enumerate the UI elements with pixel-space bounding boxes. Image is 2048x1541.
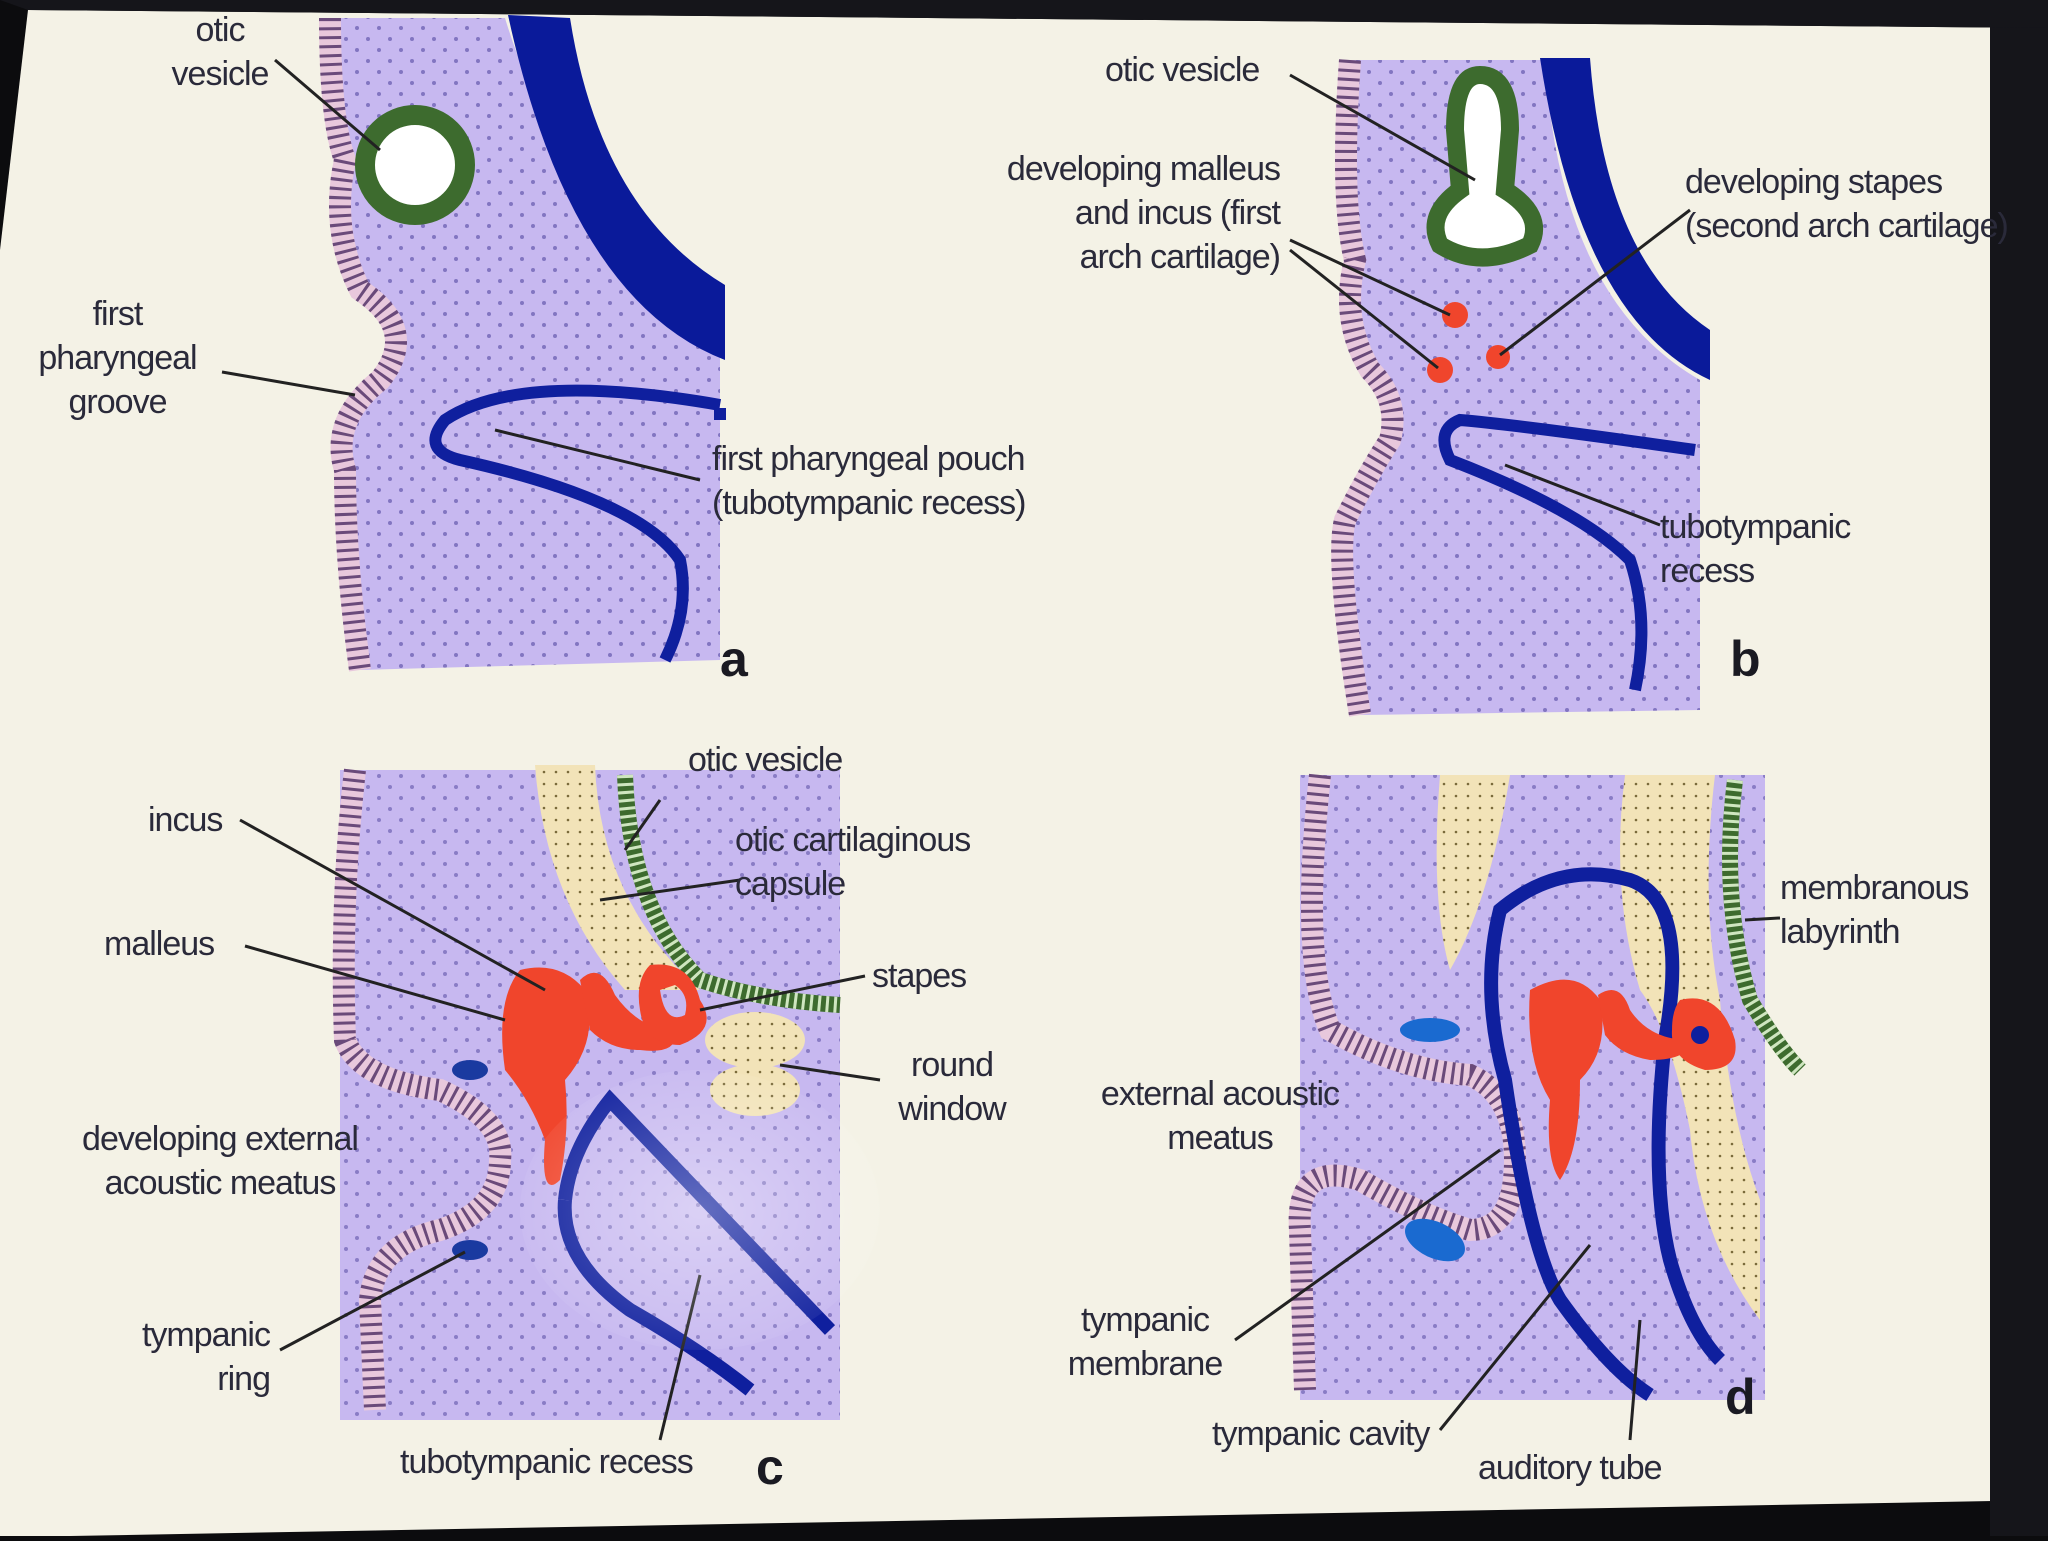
label-c-stapes: stapes	[872, 957, 967, 995]
label-d-tympanic-membrane: tympanic membrane	[1060, 1298, 1230, 1386]
label-line: external acoustic	[1100, 1075, 1340, 1113]
label-d-membranous-labyrinth: membranous labyrinth	[1780, 866, 1969, 954]
label-b-developing-malleus-incus: developing malleus and incus (first arch…	[955, 147, 1281, 279]
panel-letter-b: b	[1730, 631, 1761, 687]
label-line: first	[92, 295, 144, 333]
label-line: tubotympanic	[1660, 508, 1851, 546]
label-line: membrane	[1067, 1345, 1224, 1383]
label-line: developing malleus	[1006, 150, 1281, 188]
label-line: recess	[1660, 552, 1755, 590]
panel-letter-a: a	[720, 631, 748, 687]
panel-b-tubotympanic-recess	[1438, 413, 1696, 692]
panel-d-tympanic-membrane-ring	[1405, 1218, 1465, 1262]
label-c-round-window: round window	[882, 1043, 1022, 1131]
label-c-otic-cartilaginous-capsule: otic cartilaginous capsule	[735, 818, 971, 906]
label-line: pharyngeal	[38, 339, 197, 377]
label-c-incus: incus	[148, 801, 223, 839]
label-d-auditory-tube: auditory tube	[1478, 1449, 1663, 1487]
panel-d-tympanic-ring-upper	[1400, 1018, 1460, 1042]
label-line: otic cartilaginous	[735, 821, 971, 859]
label-line: window	[898, 1090, 1006, 1128]
label-line: acoustic meatus	[104, 1164, 337, 1202]
panel-d-tympanic-cavity-wall	[1484, 867, 1680, 1401]
label-line: developing stapes	[1685, 163, 1943, 201]
panel-b	[1289, 58, 1710, 717]
panel-d-auditory-tube	[1651, 1039, 1726, 1365]
panel-letter-d: d	[1725, 1369, 1756, 1425]
panel-b-malleus-anlage	[1442, 302, 1468, 328]
label-b-otic-vesicle: otic vesicle	[1105, 51, 1260, 89]
label-d-tympanic-cavity: tympanic cavity	[1212, 1415, 1430, 1453]
label-b-developing-stapes: developing stapes (second arch cartilage…	[1685, 160, 2009, 248]
label-line: vesicle	[171, 55, 270, 93]
label-c-tubotympanic-recess: tubotympanic recess	[400, 1443, 694, 1481]
label-c-tympanic-ring: tympanic ring	[110, 1313, 271, 1401]
right-bezel	[1990, 0, 2048, 1536]
label-line: tympanic	[1080, 1301, 1210, 1339]
panel-letter-c: c	[756, 1439, 784, 1495]
label-line: developing external	[82, 1120, 359, 1158]
panel-b-surface-ectoderm	[1331, 59, 1404, 717]
panel-c-otic-vesicle	[617, 774, 841, 1013]
screen-glare	[520, 1070, 880, 1350]
label-line: ring	[217, 1360, 271, 1398]
label-line: first pharyngeal pouch	[712, 440, 1026, 478]
label-c-malleus: malleus	[104, 925, 215, 963]
top-bezel	[0, 0, 2048, 28]
label-line: and incus (first	[1074, 194, 1281, 232]
panel-a-surface-ectoderm	[319, 17, 407, 672]
label-line: arch cartilage)	[1079, 238, 1281, 276]
panel-b-neural-tube	[1540, 58, 1710, 380]
label-line: otic	[195, 11, 246, 49]
panel-d	[1234, 773, 1806, 1441]
panel-a	[221, 15, 726, 672]
panel-d-malleus	[1529, 979, 1603, 1180]
label-line: (tubotympanic recess)	[712, 484, 1026, 522]
panel-a-otic-vesicle	[355, 105, 475, 225]
panel-c-stapes	[638, 964, 707, 1045]
label-line: (second arch cartilage)	[1685, 207, 2009, 245]
label-line: meatus	[1167, 1119, 1274, 1157]
label-d-external-acoustic-meatus: external acoustic meatus	[1090, 1072, 1350, 1160]
label-a-first-pharyngeal-pouch: first pharyngeal pouch (tubotympanic rec…	[712, 437, 1026, 525]
label-line: groove	[68, 383, 168, 421]
panel-a-first-pharyngeal-pouch	[429, 384, 722, 663]
label-c-otic-vesicle: otic vesicle	[688, 741, 843, 779]
label-line: tympanic	[141, 1316, 271, 1354]
label-a-otic-vesicle: otic vesicle	[140, 8, 300, 96]
panel-d-incus	[1598, 990, 1690, 1060]
label-line: membranous	[1780, 869, 1969, 907]
panel-c-tympanic-ring-upper	[452, 1060, 488, 1080]
label-a-first-pharyngeal-groove: first pharyngeal groove	[10, 292, 225, 424]
label-b-tubotympanic-recess: tubotympanic recess	[1660, 505, 1851, 593]
label-line: round	[911, 1046, 994, 1084]
panel-b-otic-vesicle	[1426, 65, 1543, 267]
label-line: capsule	[735, 865, 846, 903]
label-line: labyrinth	[1780, 913, 1901, 951]
panel-c-malleus	[502, 967, 590, 1185]
label-c-developing-external-acoustic-meatus: developing external acoustic meatus	[55, 1117, 385, 1205]
panel-a-neural-tube	[508, 15, 725, 360]
